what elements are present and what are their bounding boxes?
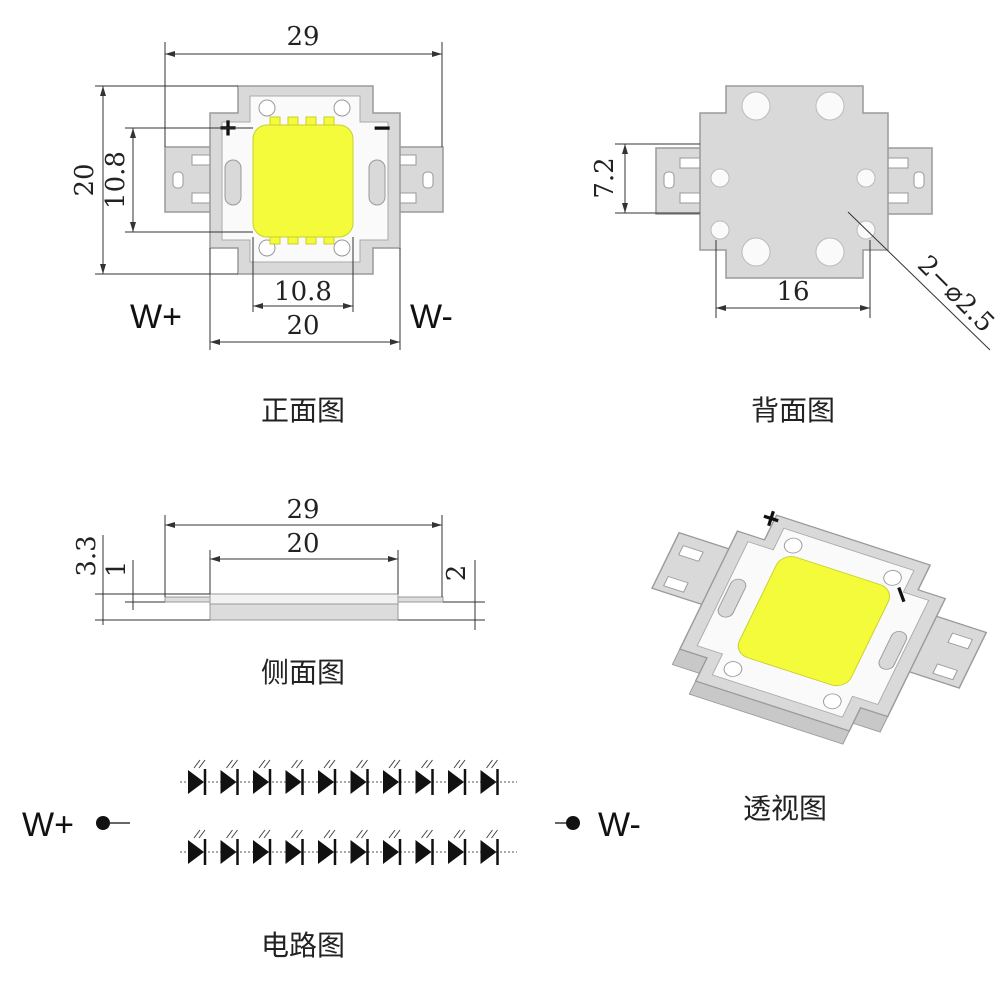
led-diode-symbol bbox=[220, 759, 239, 795]
circuit-caption: 电路图 bbox=[261, 929, 345, 962]
front-right-slot bbox=[368, 159, 386, 206]
back-hole-left bbox=[710, 168, 730, 188]
front-hole-top-right bbox=[333, 99, 351, 117]
back-body-plate bbox=[699, 85, 889, 279]
back-dim-hole-offset: 7.2 bbox=[590, 143, 700, 214]
front-left-terminal bbox=[164, 146, 216, 213]
led-diode-symbol bbox=[220, 829, 239, 865]
front-dim-chip-width-label: 10.8 bbox=[274, 277, 332, 307]
led-diode-symbol bbox=[318, 829, 337, 865]
led-diode-symbol bbox=[350, 829, 369, 865]
front-dim-chip-width: 10.8 bbox=[252, 237, 354, 312]
front-hole-bottom-right bbox=[333, 239, 351, 257]
side-dim-pin-height: 1 bbox=[102, 560, 165, 610]
led-diode-symbol bbox=[350, 759, 369, 795]
front-dim-height-total: 20 bbox=[70, 85, 238, 275]
front-dim-height-total-label: 20 bbox=[70, 163, 100, 196]
side-dim-body-length: 20 bbox=[209, 529, 399, 594]
back-dim-hole-offset-label: 7.2 bbox=[590, 157, 620, 198]
led-diode-symbol bbox=[383, 829, 402, 865]
back-pad-bottom-right bbox=[815, 237, 845, 267]
front-dim-body-width-label: 20 bbox=[286, 311, 319, 341]
circuit-diagram: W+ W- 电路图 bbox=[22, 759, 641, 962]
back-hole-right bbox=[856, 168, 876, 188]
side-dim-body-height: 2 bbox=[398, 560, 485, 630]
led-diode-symbol bbox=[383, 759, 402, 795]
front-dim-chip-height: 10.8 bbox=[101, 127, 253, 233]
back-view-caption: 背面图 bbox=[751, 394, 835, 427]
led-string-2 bbox=[180, 829, 517, 865]
circuit-terminal-positive bbox=[96, 816, 110, 830]
back-pad-bottom-left bbox=[741, 237, 771, 267]
back-view: 7.2 16 2−⌀2.5 背面图 bbox=[590, 85, 1000, 427]
side-view: 29 20 3.3 1 2 侧面图 bbox=[72, 495, 485, 689]
front-view-caption: 正面图 bbox=[261, 394, 345, 427]
back-hole-lower-left bbox=[710, 220, 730, 240]
led-string-1 bbox=[180, 759, 517, 795]
side-left-pin bbox=[164, 596, 211, 603]
perspective-view-caption: 透视图 bbox=[743, 792, 827, 825]
led-diode-symbol bbox=[480, 829, 499, 865]
side-dim-body-height-label: 2 bbox=[442, 565, 472, 582]
side-view-caption: 侧面图 bbox=[261, 656, 345, 689]
front-hole-top-left bbox=[258, 99, 276, 117]
side-body-base bbox=[209, 603, 399, 621]
side-dim-total-height: 3.3 bbox=[72, 535, 210, 625]
led-diode-symbol bbox=[188, 759, 207, 795]
led-diode-symbol bbox=[188, 829, 207, 865]
led-diode-symbol bbox=[415, 759, 434, 795]
side-dim-body-length-label: 20 bbox=[286, 529, 319, 559]
back-right-terminal bbox=[883, 147, 933, 215]
led-diode-symbol bbox=[253, 759, 272, 795]
side-body-top bbox=[209, 593, 399, 605]
perspective-view: + − 透视图 bbox=[651, 501, 988, 825]
front-label-positive: W+ bbox=[130, 298, 182, 336]
led-diode-symbol bbox=[253, 829, 272, 865]
front-dim-chip-height-label: 10.8 bbox=[101, 151, 131, 209]
front-label-negative: W- bbox=[410, 298, 453, 336]
back-dim-hole-spacing-label: 16 bbox=[776, 277, 809, 307]
back-pad-top-left bbox=[741, 91, 771, 121]
circuit-terminal-negative bbox=[566, 816, 580, 830]
perspective-module bbox=[651, 514, 988, 745]
back-pad-top-right bbox=[815, 91, 845, 121]
front-dim-width-total-label: 29 bbox=[286, 22, 319, 52]
side-right-pin bbox=[397, 596, 444, 603]
front-left-slot bbox=[224, 159, 242, 206]
side-dim-total-height-label: 3.3 bbox=[72, 535, 102, 576]
side-dim-total-length-label: 29 bbox=[286, 495, 319, 525]
back-left-terminal bbox=[655, 147, 705, 215]
side-dim-total-length: 29 bbox=[164, 495, 443, 597]
led-diode-symbol bbox=[415, 829, 434, 865]
led-diode-symbol bbox=[448, 759, 467, 795]
front-view: + − 29 20 10.8 bbox=[70, 22, 453, 427]
front-right-terminal bbox=[392, 146, 444, 213]
front-dim-body-width: 20 bbox=[209, 248, 401, 350]
side-dim-pin-height-label: 1 bbox=[102, 561, 132, 578]
front-dim-width-total: 29 bbox=[164, 22, 443, 147]
back-dim-hole-spec-label: 2−⌀2.5 bbox=[911, 250, 1000, 339]
front-bond-pads bbox=[269, 116, 335, 245]
back-dim-hole-spacing: 16 bbox=[715, 240, 871, 318]
circuit-label-negative: W- bbox=[598, 806, 641, 844]
front-minus-sign: − bbox=[373, 112, 391, 145]
led-diode-symbol bbox=[448, 829, 467, 865]
circuit-label-positive: W+ bbox=[22, 806, 74, 844]
led-diode-symbol bbox=[285, 759, 304, 795]
led-diode-symbol bbox=[318, 759, 337, 795]
front-led-chip bbox=[252, 124, 354, 238]
led-diode-symbol bbox=[285, 829, 304, 865]
led-diode-symbol bbox=[480, 759, 499, 795]
